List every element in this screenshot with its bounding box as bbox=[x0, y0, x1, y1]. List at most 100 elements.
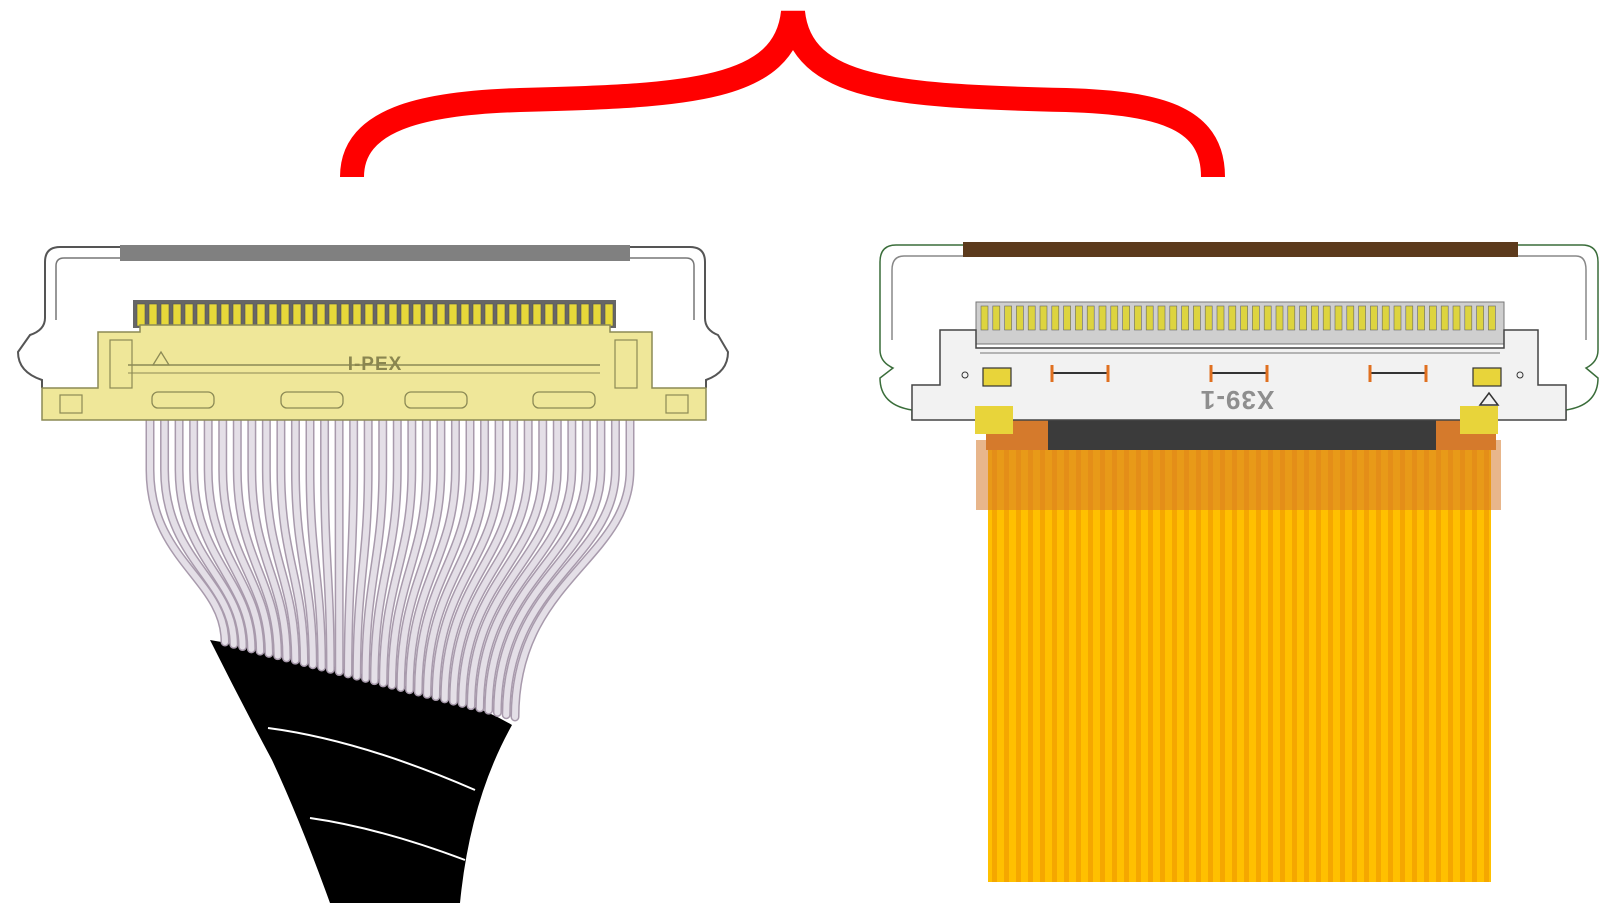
coax-wire bbox=[277, 417, 308, 666]
left-brand-label: I-PEX bbox=[348, 354, 403, 375]
coax-wire bbox=[263, 417, 299, 664]
contact-pin bbox=[364, 303, 374, 327]
fpc-stripe bbox=[1184, 445, 1189, 882]
contact-pin bbox=[148, 303, 158, 327]
fpc-stripe bbox=[1112, 445, 1117, 882]
fpc-stripe bbox=[1340, 445, 1345, 882]
fpc-stripe bbox=[1436, 445, 1441, 882]
coax-wire bbox=[307, 417, 325, 670]
contact-pin bbox=[1204, 305, 1213, 331]
contact-pin bbox=[328, 303, 338, 327]
contact-pin bbox=[472, 303, 482, 327]
fpc-stripe bbox=[1004, 445, 1009, 882]
contact-pin bbox=[1322, 305, 1331, 331]
contact-pin bbox=[1157, 305, 1166, 331]
contact-pin bbox=[1464, 305, 1473, 331]
fpc-stripe bbox=[1280, 445, 1285, 882]
contact-pin bbox=[1452, 305, 1461, 331]
fpc-stripe bbox=[992, 445, 997, 882]
contact-pin bbox=[1063, 305, 1071, 331]
contact-pin bbox=[1169, 305, 1178, 331]
contact-pin bbox=[1051, 305, 1060, 331]
fpc-conductor-stripes bbox=[992, 445, 1489, 882]
coax-wire bbox=[362, 417, 386, 682]
fpc-stripe bbox=[1292, 445, 1297, 882]
fpc-stripe bbox=[1484, 445, 1489, 882]
contact-pin bbox=[1098, 305, 1107, 331]
contact-pin bbox=[460, 303, 470, 327]
fpc-stripe bbox=[1460, 445, 1465, 882]
contact-pin bbox=[568, 303, 578, 327]
contact-pin bbox=[992, 305, 1001, 331]
contact-pin bbox=[1228, 305, 1237, 331]
fpc-stripe bbox=[1328, 445, 1333, 882]
fpc-stripe bbox=[1388, 445, 1393, 882]
left-connector: I-PEX bbox=[16, 245, 730, 903]
contact-pin bbox=[1216, 305, 1225, 331]
coax-wire bbox=[468, 417, 561, 709]
contact-pin bbox=[1417, 305, 1425, 331]
coax-wire bbox=[397, 417, 444, 691]
contact-pin bbox=[1381, 305, 1390, 331]
coax-wire bbox=[406, 417, 459, 693]
contact-pin bbox=[448, 303, 458, 327]
fpc-stripe bbox=[1196, 445, 1201, 882]
fpc-stripe bbox=[1064, 445, 1069, 882]
coax-wire bbox=[388, 417, 430, 689]
coax-wire bbox=[485, 417, 590, 714]
coax-wire bbox=[345, 417, 357, 677]
contact-pin bbox=[1075, 305, 1083, 331]
fpc-stripe bbox=[1124, 445, 1129, 882]
contact-pin bbox=[520, 303, 530, 327]
coax-wire bbox=[176, 417, 246, 650]
fpc-stripe bbox=[1424, 445, 1429, 882]
contact-pin bbox=[196, 303, 206, 327]
fpc-stripe bbox=[1448, 445, 1453, 882]
fpc-stripe bbox=[1088, 445, 1093, 882]
contact-pin bbox=[980, 305, 989, 331]
contact-pin bbox=[1440, 305, 1449, 331]
cable-jacket bbox=[210, 640, 512, 903]
fpc-stripe bbox=[1076, 445, 1081, 882]
contact-pin bbox=[280, 303, 290, 327]
right-shell-top-bar bbox=[963, 242, 1518, 257]
fpc-stiffener bbox=[976, 440, 1501, 510]
coax-wire bbox=[459, 417, 546, 707]
fpc-stripe bbox=[1232, 445, 1237, 882]
contact-pin bbox=[136, 303, 146, 327]
coax-wire bbox=[248, 417, 290, 661]
contact-pin bbox=[1181, 305, 1189, 331]
fpc-stripe bbox=[1316, 445, 1321, 882]
contact-pin bbox=[532, 303, 542, 327]
fpc-stripe bbox=[1256, 445, 1261, 882]
contact-pin bbox=[256, 303, 266, 327]
contact-pin bbox=[220, 303, 230, 327]
contact-pin bbox=[592, 303, 602, 327]
coax-wire bbox=[205, 417, 264, 655]
coax-wire bbox=[441, 417, 517, 702]
fpc-stripe bbox=[1148, 445, 1153, 882]
coax-wire bbox=[503, 417, 619, 718]
fpc-ribbon bbox=[988, 445, 1491, 882]
contact-pin bbox=[1370, 305, 1378, 331]
fpc-stripe bbox=[1412, 445, 1417, 882]
contact-pin bbox=[388, 303, 398, 327]
contact-pin bbox=[496, 303, 506, 327]
contact-pin bbox=[1334, 305, 1343, 331]
fpc-stripe bbox=[1052, 445, 1057, 882]
contact-pin bbox=[1275, 305, 1284, 331]
contact-pin bbox=[184, 303, 194, 327]
right-connector: X39-1 bbox=[879, 242, 1599, 882]
contact-pin bbox=[1145, 305, 1154, 331]
coax-wire bbox=[371, 417, 401, 684]
red-brace bbox=[340, 10, 1225, 178]
contact-pin bbox=[1488, 305, 1496, 331]
coax-wire bbox=[432, 417, 503, 700]
contact-pin bbox=[1240, 305, 1248, 331]
contact-pin bbox=[292, 303, 302, 327]
fpc-stripe bbox=[1208, 445, 1213, 882]
contact-pin bbox=[352, 303, 362, 327]
contact-pin bbox=[1039, 305, 1048, 331]
left-shell-top-bar bbox=[120, 245, 630, 261]
